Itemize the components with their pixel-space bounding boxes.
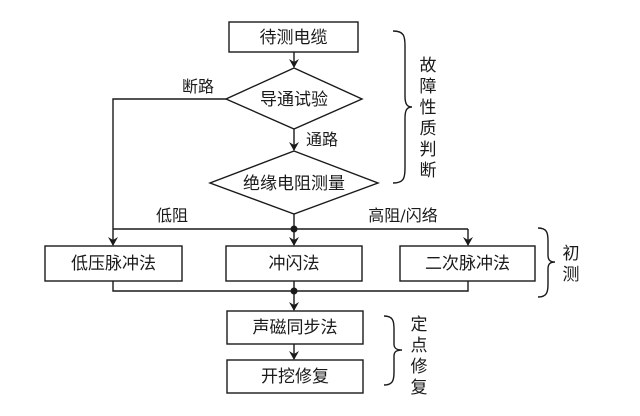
group-label-fault-nature: 故 障 性 质 判 断	[420, 56, 437, 181]
group-char: 故	[420, 56, 437, 76]
group-char: 断	[420, 161, 437, 181]
node-acoustic-magnetic-label: 声磁同步法	[253, 318, 338, 338]
node-continuity: 导通试验	[224, 67, 364, 130]
group-char: 定	[411, 315, 428, 335]
group-char: 性	[420, 98, 437, 118]
node-secondary-pulse: 二次脉冲法	[399, 245, 536, 282]
node-insulation: 绝缘电阻测量	[208, 150, 380, 215]
node-cable-label: 待测电缆	[260, 28, 328, 48]
group-char: 质	[420, 119, 437, 139]
group-char: 测	[563, 265, 580, 285]
edge-label-open-circuit: 断路	[182, 77, 214, 96]
node-impulse-flash-box	[225, 245, 363, 282]
brace-initial-test	[537, 227, 556, 298]
group-label-initial-test: 初 测	[563, 244, 580, 285]
group-char: 判	[420, 140, 437, 160]
node-acoustic-magnetic-box	[226, 310, 364, 345]
node-impulse-flash: 冲闪法	[225, 245, 363, 282]
node-secondary-pulse-box	[399, 245, 536, 282]
edge-continuity-to-low-voltage-pulse	[108, 98, 226, 246]
node-cable-box	[228, 21, 359, 53]
node-continuity-label: 导通试验	[260, 90, 328, 110]
node-acoustic-magnetic: 声磁同步法	[226, 310, 364, 345]
group-char: 初	[563, 244, 580, 264]
node-low-voltage-pulse-label: 低压脉冲法	[71, 254, 156, 274]
brace-fault-nature	[392, 30, 413, 184]
brace-pinpoint-repair	[383, 315, 403, 386]
node-excavate-repair-label: 开挖修复	[261, 367, 329, 387]
node-cable: 待测电缆	[228, 21, 359, 53]
node-impulse-flash-label: 冲闪法	[269, 254, 320, 274]
node-insulation-label: 绝缘电阻测量	[243, 174, 345, 194]
node-excavate-repair-box	[226, 359, 364, 394]
group-char: 复	[411, 378, 428, 398]
group-label-pinpoint-repair: 定 点 修 复	[411, 315, 428, 398]
node-excavate-repair: 开挖修复	[226, 359, 364, 394]
group-char: 修	[411, 357, 428, 377]
edge-label-low-resistance: 低阻	[156, 206, 188, 225]
node-low-voltage-pulse: 低压脉冲法	[44, 245, 183, 282]
group-char: 障	[420, 77, 437, 97]
node-secondary-pulse-label: 二次脉冲法	[425, 254, 510, 274]
edge-label-high-resistance-flashover: 高阻/闪络	[368, 206, 437, 225]
node-low-voltage-pulse-box	[44, 245, 183, 282]
merge-bus-line	[112, 281, 469, 292]
edge-label-closed-circuit: 通路	[306, 130, 338, 149]
group-char: 点	[411, 336, 428, 356]
